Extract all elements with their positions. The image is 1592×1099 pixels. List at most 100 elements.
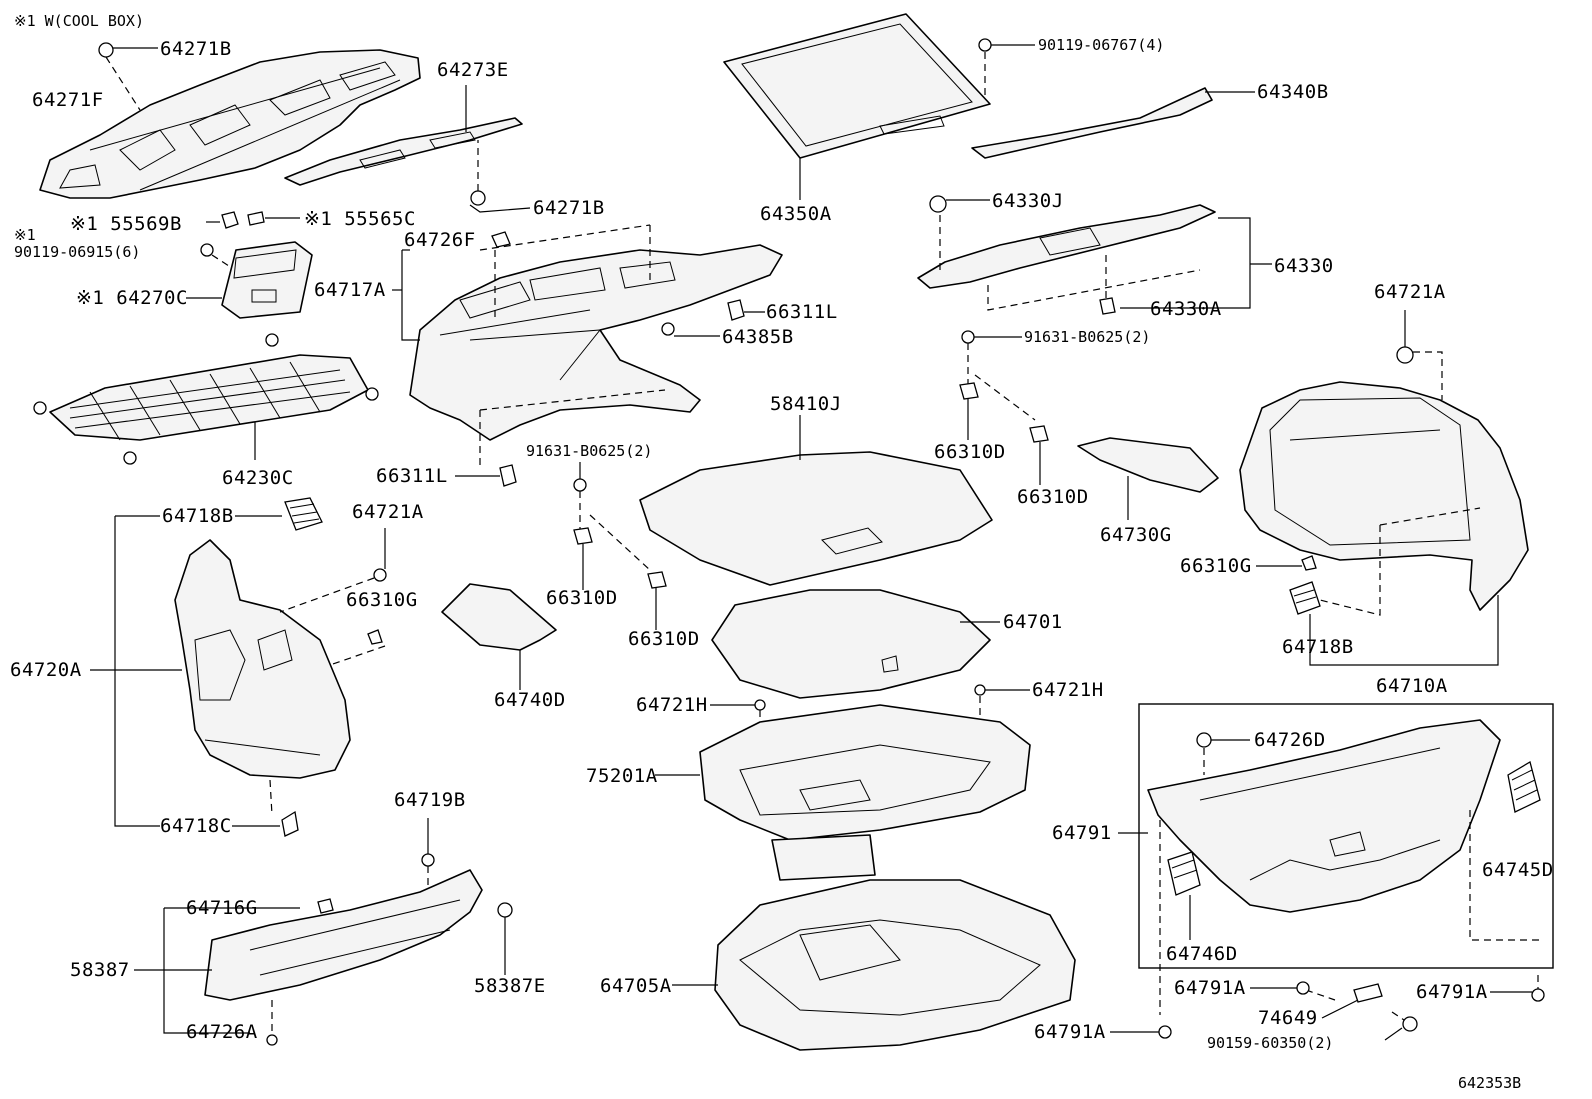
label-64719B: 64719B (394, 789, 466, 811)
leader-64720A-bracket (90, 515, 182, 827)
label-64330J: 64330J (992, 190, 1064, 212)
clip-64726F (491, 231, 511, 248)
part-64710A-side-trim (1239, 310, 1529, 616)
label-64718B-b: 64718B (1282, 636, 1354, 658)
label-64791A-a: 64791A (1174, 977, 1246, 999)
inset-box-64791 (1138, 703, 1554, 969)
label-91631-a: 91631-B0625(2) (526, 442, 652, 460)
figure-code: 642353B (1458, 1074, 1521, 1092)
label-64385B: 64385B (722, 326, 794, 348)
clip-64726D (1196, 732, 1250, 775)
note-cool-box: ※1 W(COOL BOX) (14, 12, 144, 30)
part-64230C-cargo-net (33, 333, 379, 465)
label-90159-60350: 90159-60350(2) (1207, 1034, 1333, 1052)
clip-66310G-right (1256, 555, 1317, 571)
label-64720A: 64720A (10, 659, 82, 681)
label-64718B-a: 64718B (162, 505, 234, 527)
label-64718C: 64718C (160, 815, 232, 837)
label-64740D: 64740D (494, 689, 566, 711)
label-66310D-c: 66310D (934, 441, 1006, 463)
label-64701: 64701 (1003, 611, 1063, 633)
part-64273E-plate (284, 117, 523, 186)
label-64721A-a: 64721A (352, 501, 424, 523)
bolt-90119-06767 (978, 38, 1035, 100)
clip-64385B (661, 322, 720, 337)
part-64718C-cap (232, 779, 299, 837)
part-64330-rear-panel (917, 204, 1272, 311)
label-90119-06915: 90119-06915(6) (14, 243, 140, 261)
part-64718B-vent-b (1289, 581, 1499, 666)
clips-64791A-74649 (1110, 975, 1545, 1041)
label-64721H-b: 64721H (1032, 679, 1104, 701)
part-75201A-tray (655, 704, 1031, 881)
clips-55569B-55565C (206, 211, 300, 229)
label-64730G: 64730G (1100, 524, 1172, 546)
part-64730G-board (1077, 437, 1219, 520)
label-58387E: 58387E (474, 975, 546, 997)
clip-64271B-b (465, 85, 531, 213)
label-66310D-b: 66310D (628, 628, 700, 650)
clip-64330A (1099, 297, 1116, 315)
label-64721A-b: 64721A (1374, 281, 1446, 303)
label-64273E: 64273E (437, 59, 509, 81)
label-64745D: 64745D (1482, 859, 1554, 881)
label-64710A: 64710A (1376, 675, 1448, 697)
part-64705A-tub (672, 879, 1076, 1051)
label-55565C: ※1 55565C (304, 208, 416, 230)
part-64350A-tonneau (723, 13, 991, 200)
label-90119-06767: 90119-06767(4) (1038, 36, 1164, 54)
label-66310D-d: 66310D (1017, 486, 1089, 508)
label-64230C: 64230C (222, 467, 294, 489)
clips-64721A-66310G-left (279, 528, 387, 666)
label-64717A: 64717A (314, 279, 386, 301)
label-74649: 74649 (1258, 1007, 1318, 1029)
label-64716G: 64716G (186, 897, 258, 919)
label-66311L-a: 66311L (766, 301, 838, 323)
label-66310D-a: 66310D (546, 587, 618, 609)
part-64746D-vent (1167, 851, 1201, 940)
label-64271B-b: 64271B (533, 197, 605, 219)
label-64271B-a: 64271B (160, 38, 232, 60)
label-64746D: 64746D (1166, 943, 1238, 965)
part-64745D-vent (1469, 761, 1541, 941)
part-64717A-package-trim (392, 224, 783, 470)
part-64270C-coolbox (186, 241, 313, 319)
label-64791: 64791 (1052, 822, 1112, 844)
label-64726F: 64726F (404, 229, 476, 251)
part-64720A-side-trim (174, 539, 351, 779)
label-66310G-b: 66310G (1180, 555, 1252, 577)
bolts-91631-66310D-center (573, 462, 667, 630)
label-64271F: 64271F (32, 89, 104, 111)
label-66310G-a: 66310G (346, 589, 418, 611)
label-58410J: 58410J (770, 393, 842, 415)
label-note-x1: ※1 (14, 226, 36, 244)
label-64726D: 64726D (1254, 729, 1326, 751)
part-64701-mat (711, 589, 1000, 699)
label-64791A-b: 64791A (1416, 981, 1488, 1003)
label-64721H-a: 64721H (636, 694, 708, 716)
label-64330A: 64330A (1150, 298, 1222, 320)
part-58410J-deck-board (639, 415, 993, 586)
part-64718B-vent-a (235, 497, 323, 531)
label-64340B: 64340B (1257, 81, 1329, 103)
clip-64271B-a (98, 42, 158, 111)
label-55569B: ※1 55569B (70, 213, 182, 235)
clip-66311L-b (455, 464, 517, 487)
part-64740D-panel (441, 583, 557, 690)
part-64791-trunk-lid-trim (1118, 719, 1501, 1015)
label-58387: 58387 (70, 959, 130, 981)
label-75201A: 75201A (586, 765, 658, 787)
label-64791A-c: 64791A (1034, 1021, 1106, 1043)
label-66311L-b: 66311L (376, 465, 448, 487)
labels: ※1 W(COOL BOX) 64271B 64271F 64273E 6427… (10, 12, 1554, 1092)
label-91631-b: 91631-B0625(2) (1024, 328, 1150, 346)
part-64271F-trim (39, 49, 421, 199)
part-64340B-panel (971, 87, 1255, 159)
label-64330: 64330 (1274, 255, 1334, 277)
label-64270C: ※1 64270C (76, 287, 188, 309)
clip-64330J (929, 195, 990, 213)
part-58387-scuff-plate (134, 818, 513, 1046)
bolts-91631-66310D-right (959, 330, 1049, 485)
label-64705A: 64705A (600, 975, 672, 997)
